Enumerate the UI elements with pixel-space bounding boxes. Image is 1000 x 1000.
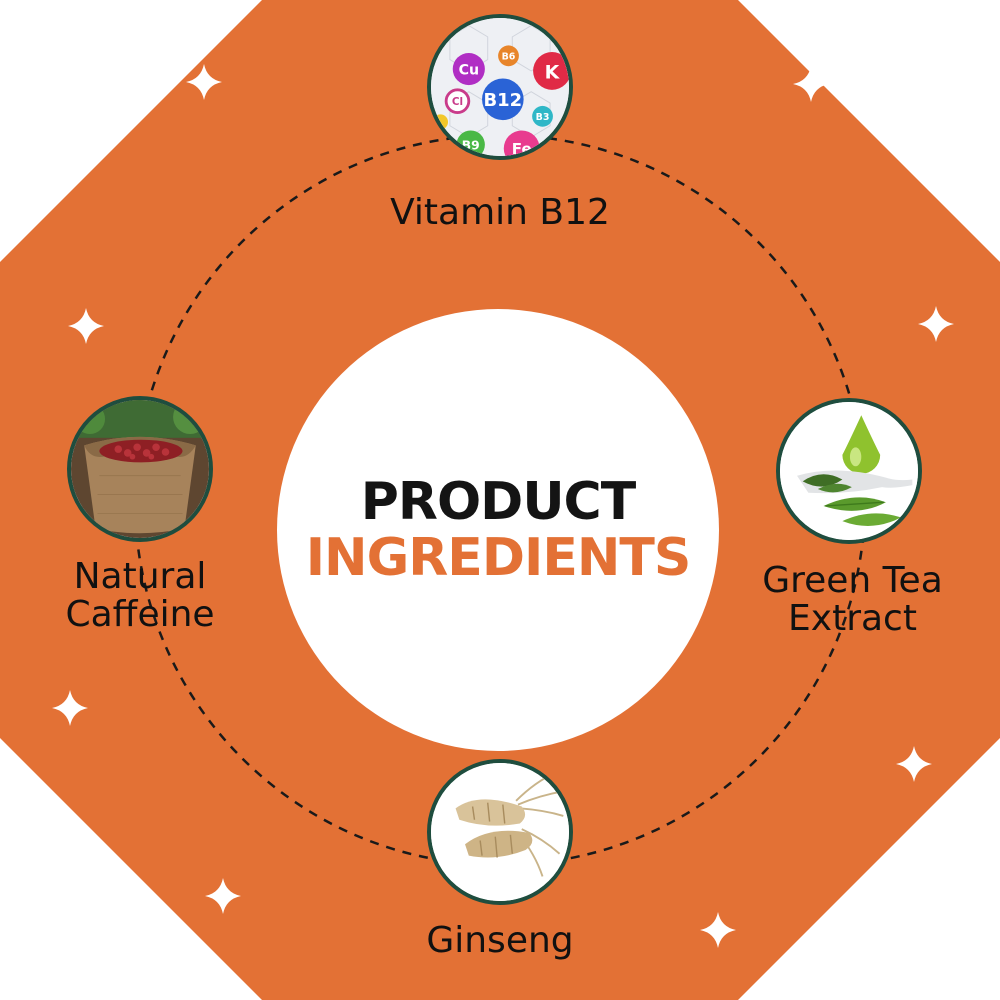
ginseng-label-line: Ginseng	[426, 920, 574, 961]
natural-caffeine-label: Natural Caffeine	[25, 558, 255, 634]
sparkle-icon	[68, 308, 104, 344]
green-tea-label-line-1: Green Tea	[762, 560, 943, 601]
vitamin-b12-label-line: Vitamin B12	[390, 192, 610, 233]
sparkle-icon	[896, 746, 932, 782]
svg-text:B3: B3	[536, 112, 550, 123]
svg-text:K: K	[545, 61, 561, 83]
vitamins-icon: Cu B6 K Cl B12 B3 B9 Fe	[431, 18, 569, 156]
coffee-bean-sack-icon	[71, 400, 209, 538]
sparkle-icon	[52, 690, 88, 726]
svg-text:Cl: Cl	[452, 96, 463, 108]
svg-text:B9: B9	[462, 138, 480, 152]
green-tea-node	[776, 398, 922, 544]
ginseng-node	[427, 759, 573, 905]
vitamin-b12-label: Vitamin B12	[340, 194, 660, 232]
center-title-circle: PRODUCT INGREDIENTS	[277, 309, 719, 751]
sparkle-icon	[918, 306, 954, 342]
svg-text:Fe: Fe	[512, 140, 532, 156]
svg-text:B6: B6	[502, 52, 516, 63]
ginseng-label: Ginseng	[350, 922, 650, 960]
title-line-ingredients: INGREDIENTS	[305, 528, 692, 588]
green-tea-icon	[780, 402, 918, 540]
green-tea-label-line-2: Extract	[788, 598, 917, 639]
green-tea-label: Green Tea Extract	[715, 562, 990, 638]
sparkle-icon	[186, 64, 222, 100]
svg-text:Cu: Cu	[459, 63, 479, 79]
sparkle-icon	[700, 912, 736, 948]
ginseng-root-icon	[431, 763, 569, 901]
natural-caffeine-label-line-2: Caffeine	[65, 594, 215, 635]
natural-caffeine-label-line-1: Natural	[73, 556, 207, 597]
title-line-product: PRODUCT	[360, 472, 636, 532]
natural-caffeine-node	[67, 396, 213, 542]
svg-text:B12: B12	[484, 90, 523, 111]
sparkle-icon	[205, 878, 241, 914]
sparkle-icon	[793, 66, 829, 102]
vitamin-b12-node: Cu B6 K Cl B12 B3 B9 Fe	[427, 14, 573, 160]
